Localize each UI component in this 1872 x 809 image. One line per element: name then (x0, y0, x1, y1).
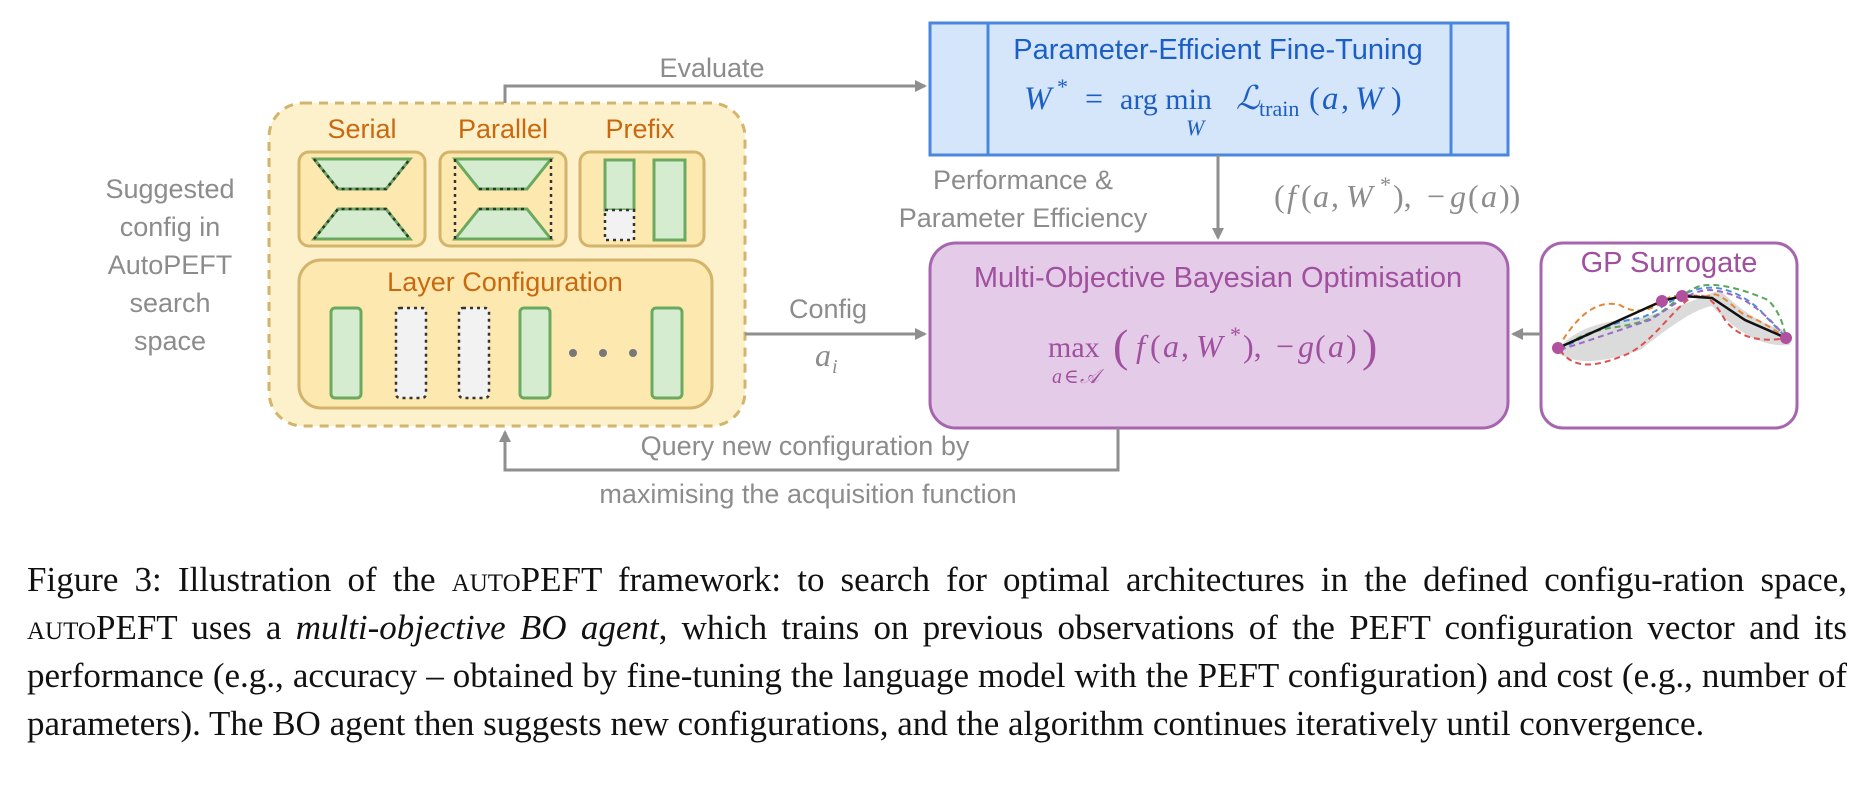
svg-text:space: space (134, 326, 206, 356)
svg-text:W: W (1186, 115, 1206, 140)
layer-configuration-card[interactable]: Layer Configuration (297, 258, 714, 410)
layer-slot-3 (457, 306, 491, 400)
query-label-line1: Query new configuration by (641, 431, 970, 461)
mobo-box[interactable]: Multi-Objective Bayesian Optimisation ma… (928, 241, 1510, 430)
evaluate-label: Evaluate (659, 53, 764, 83)
query-label-line2: maximising the acquisition function (599, 479, 1016, 509)
svg-text:f: f (1287, 178, 1300, 214)
svg-text:−: − (1427, 178, 1445, 214)
svg-text:AutoPEFT: AutoPEFT (108, 250, 233, 280)
caption-text-1: Illustration of the (161, 560, 452, 599)
parallel-label: Parallel (458, 114, 548, 144)
search-space-side-label: Suggested config in AutoPEFT search spac… (105, 174, 234, 356)
caption-text-2: framework: to search for optimal archite… (601, 560, 1847, 599)
prefix-icon (603, 158, 687, 242)
svg-text:,: , (1341, 80, 1349, 116)
caption-text-4: , which trains on previous observations … (27, 608, 1847, 743)
svg-text:W: W (1355, 81, 1385, 117)
svg-text:): ) (1346, 328, 1357, 364)
gp-plot-icon (1552, 284, 1792, 366)
svg-text:*: * (1380, 172, 1391, 197)
svg-text:(: ( (1309, 80, 1320, 116)
objective-pair-label: ( f ( a , W * ), − g ( a )) (1274, 172, 1520, 214)
svg-text:W: W (1196, 328, 1226, 364)
svg-text:a: a (1163, 328, 1179, 364)
svg-text:)): )) (1499, 178, 1520, 214)
figure-caption: Figure 3: Illustration of the autoPEFT f… (27, 556, 1847, 748)
svg-text:g: g (1298, 328, 1314, 364)
svg-text:(: ( (1150, 328, 1161, 364)
svg-text:search: search (129, 288, 210, 318)
svg-text:ℒ: ℒ (1236, 81, 1261, 117)
gp-surrogate-box[interactable]: GP Surrogate (1539, 241, 1799, 430)
svg-text:,: , (1331, 178, 1339, 214)
config-var-label: a i (815, 337, 838, 378)
svg-text:(: ( (1301, 178, 1312, 214)
serial-label: Serial (327, 114, 396, 144)
svg-text:a: a (1052, 366, 1062, 388)
svg-text:arg min: arg min (1120, 83, 1212, 116)
caption-emphasis: multi-objective BO agent (295, 608, 659, 647)
parallel-adapter-icon (451, 157, 555, 241)
evaluate-arrow (503, 80, 927, 103)
gp-surrogate-title: GP Surrogate (1581, 247, 1758, 279)
ellipsis-dots (569, 349, 637, 357)
serial-adapter-icon (310, 157, 414, 241)
peft-formula: W * = arg min W ℒ train ( a , W ) (1024, 74, 1402, 140)
svg-text:*: * (1230, 322, 1241, 347)
peft-box[interactable]: Parameter-Efficient Fine-Tuning W * = ar… (928, 21, 1510, 157)
svg-text:a: a (815, 337, 831, 373)
autopeft-name-1: autoPEFT (451, 560, 602, 599)
svg-text:(: ( (1113, 320, 1128, 371)
prefix-label: Prefix (605, 114, 675, 144)
svg-text:g: g (1450, 178, 1466, 214)
svg-text:): ) (1391, 80, 1402, 116)
layer-slot-2 (394, 306, 428, 400)
svg-text:Suggested: Suggested (105, 174, 234, 204)
svg-text:train: train (1259, 96, 1299, 121)
autopeft-name-2: autoPEFT (27, 608, 178, 647)
svg-text:a: a (1328, 328, 1344, 364)
parameter-efficiency-label: Parameter Efficiency (899, 203, 1148, 233)
layer-configuration-label: Layer Configuration (387, 267, 623, 297)
svg-text:=: = (1085, 80, 1103, 116)
svg-text:),: ), (1243, 328, 1262, 364)
layer-slot-1 (329, 306, 363, 400)
serial-module-card[interactable] (297, 150, 427, 248)
performance-label: Performance & (933, 165, 1113, 195)
layer-slot-last (650, 306, 684, 400)
svg-text:a: a (1322, 81, 1339, 117)
svg-text:(: ( (1315, 328, 1326, 364)
prefix-module-card[interactable] (578, 150, 706, 248)
mobo-title: Multi-Objective Bayesian Optimisation (974, 262, 1462, 294)
parallel-module-card[interactable] (438, 150, 568, 248)
svg-text:W: W (1346, 178, 1376, 214)
svg-text:(: ( (1274, 178, 1285, 214)
svg-text:max: max (1048, 331, 1100, 364)
svg-text:config in: config in (120, 212, 221, 242)
autopeft-framework-diagram: Suggested config in AutoPEFT search spac… (105, 21, 1799, 509)
svg-text:a: a (1313, 178, 1329, 214)
svg-text:),: ), (1393, 178, 1412, 214)
caption-label: Figure 3: (27, 560, 162, 599)
layer-slot-4 (518, 306, 552, 400)
svg-text:a: a (1481, 178, 1497, 214)
svg-text:): ) (1362, 320, 1377, 371)
svg-text:𝒜: 𝒜 (1080, 366, 1105, 388)
svg-text:i: i (832, 356, 838, 378)
query-arrow (499, 428, 1120, 472)
svg-text:∈: ∈ (1064, 366, 1079, 388)
svg-text:*: * (1057, 74, 1068, 99)
config-label: Config (789, 294, 867, 324)
svg-text:,: , (1181, 328, 1189, 364)
peft-title: Parameter-Efficient Fine-Tuning (1013, 34, 1422, 66)
svg-text:(: ( (1468, 178, 1479, 214)
svg-text:−: − (1276, 328, 1294, 364)
caption-text-3: uses a (177, 608, 296, 647)
svg-text:W: W (1024, 81, 1054, 117)
